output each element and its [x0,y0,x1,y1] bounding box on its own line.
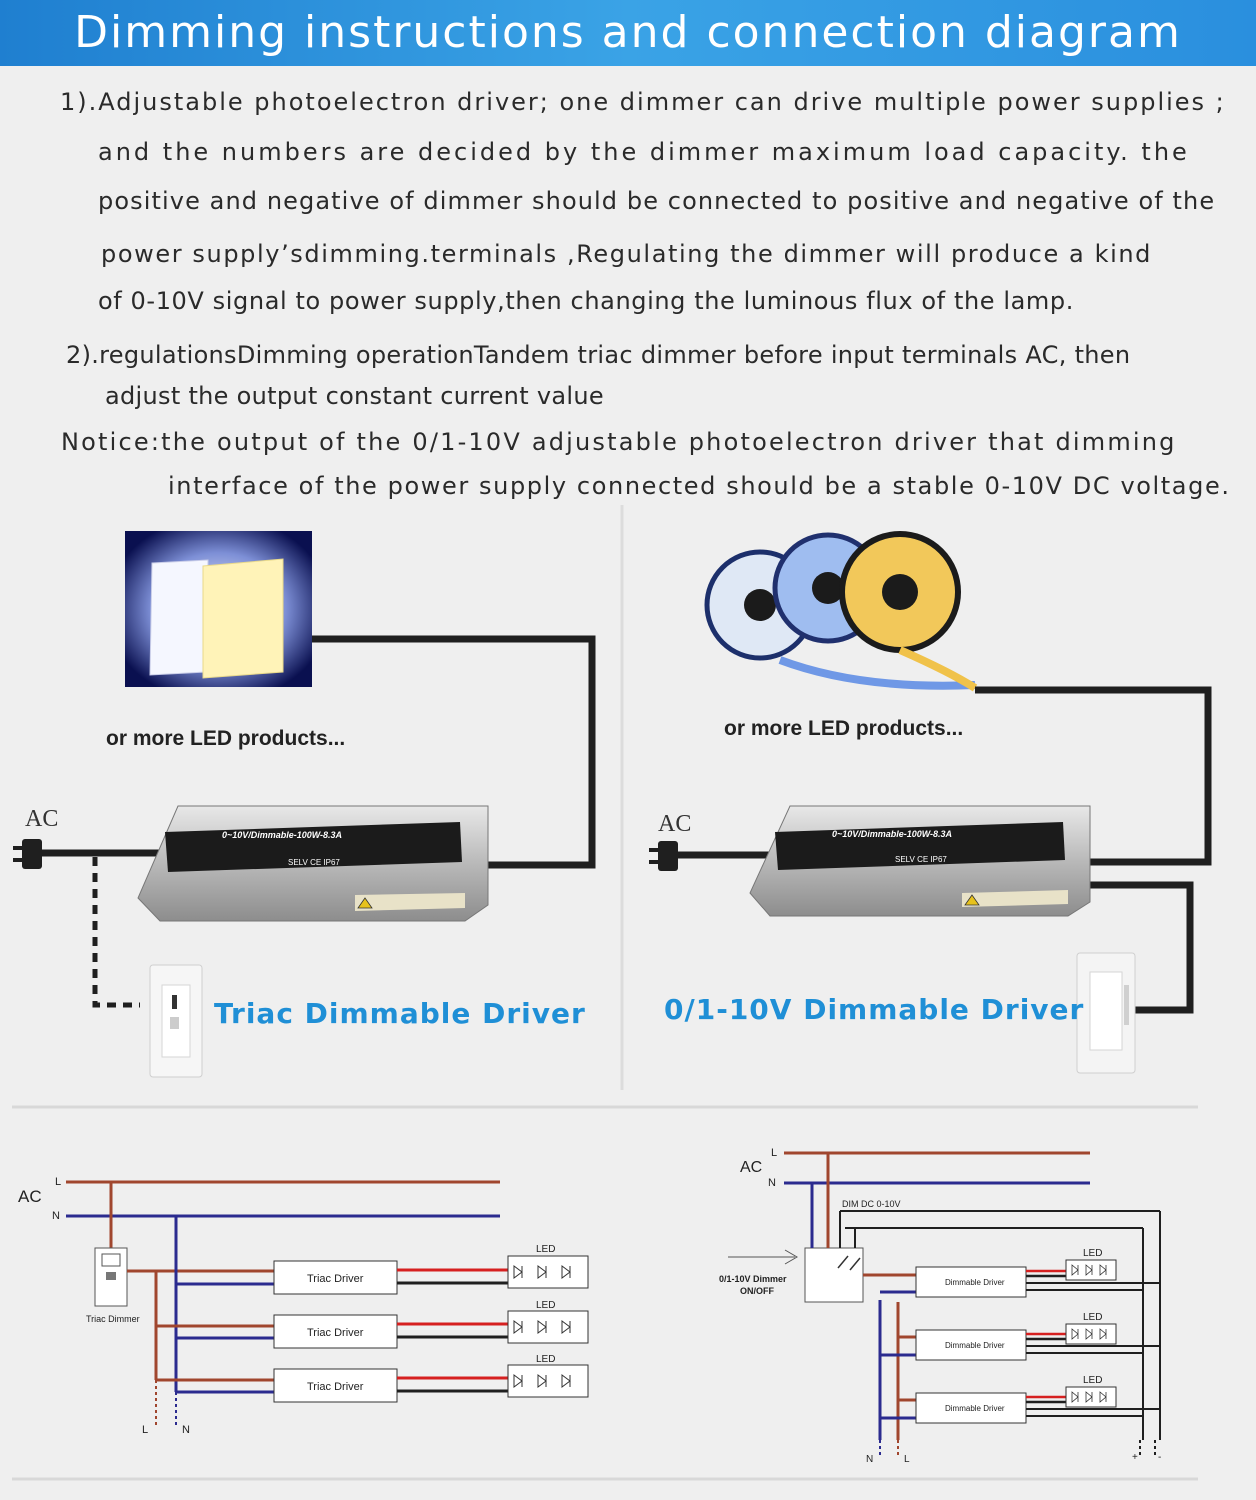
triac-driver-box [273,1314,398,1349]
ac-label: AC [658,811,692,837]
switch-icon [837,1255,861,1271]
n-text: N [52,1210,60,1222]
driver-text: Triac Driver [307,1327,364,1339]
driver-plate-text: 0~10V/Dimmable-100W-8.3A [222,830,342,840]
instruction-line: positive and negative of dimmer should b… [98,187,1216,215]
dimmer-text: ON/OFF [740,1286,774,1296]
driver-plate-marks: SELV CE IP67 [288,858,340,867]
instruction-line: and the numbers are decided by the dimme… [98,138,1190,166]
output-wire [312,635,596,869]
led-text: LED [536,1244,555,1255]
triac-driver-box [273,1368,398,1403]
ac-label: AC [25,806,59,832]
minus-text: - [1158,1452,1161,1463]
driver-type-label: Triac Dimmable Driver [214,997,586,1030]
led-diode-icon [1071,1264,1107,1403]
led-diode-icon [513,1265,571,1388]
led-box [1065,1259,1117,1281]
instruction-line: power supply’sdimming.terminals ,Regulat… [101,240,1152,268]
driver-plate-text: 0~10V/Dimmable-100W-8.3A [832,829,952,839]
power-driver-image: 0~10V/Dimmable-100W-8.3A SELV CE IP67 [749,805,1091,917]
triac-dimmer-switch-icon [149,964,203,1078]
driver-text: Dimmable Driver [945,1341,1005,1350]
triac-wiring-diagram: AC L N Triac Dimmer L N Triac Driver Tri… [18,1176,589,1436]
bottom-n-text: N [182,1424,190,1436]
led-box [507,1255,589,1289]
led-box [507,1364,589,1398]
plus-text: + [1132,1452,1138,1463]
l-text: L [55,1176,61,1188]
ac-text: AC [740,1159,762,1176]
driver-text: Triac Driver [307,1273,364,1285]
dimmer-onoff-box [804,1247,864,1303]
output-wire [975,686,1212,866]
ac-text: AC [18,1187,42,1206]
instruction-line: 2).regulationsDimming operationTandem tr… [66,341,1131,369]
led-text: LED [536,1300,555,1311]
led-caption: or more LED products... [106,727,346,750]
dim-signal-wire [1088,881,1194,1014]
led-text: LED [1083,1312,1102,1323]
led-box [1065,1386,1117,1408]
led-panel-image [125,531,312,687]
dimmer-text: 0/1-10V Dimmer [719,1274,787,1284]
dimmer-text: Triac Dimmer [86,1314,140,1324]
driver-text: Triac Driver [307,1381,364,1393]
ac-plug-icon [649,841,678,871]
driver-plate-marks: SELV CE IP67 [895,855,947,864]
arrow-icon [784,1249,798,1265]
dimmable-driver-box [915,1266,1027,1298]
driver-text: Dimmable Driver [945,1278,1005,1287]
notice-line: Notice:the output of the 0/1-10V adjusta… [61,428,1177,456]
led-text: LED [1083,1375,1102,1386]
dimmer-switch-icon [1076,952,1136,1074]
led-text: LED [1083,1248,1102,1259]
driver-text: Dimmable Driver [945,1404,1005,1413]
n-text: N [768,1177,776,1189]
dimmer-dashed-wire [92,857,140,1008]
page-title: Dimming instructions and connection diag… [74,7,1182,58]
notice-line: interface of the power supply connected … [168,472,1231,500]
l-text: L [771,1147,777,1159]
dimmable-driver-box [915,1392,1027,1424]
led-strip-reels-image [704,531,978,692]
bottom-n-text: N [866,1454,873,1465]
instruction-line: of 0-10V signal to power supply,then cha… [98,287,1074,315]
ac-plug-icon [13,839,42,869]
dimmable-wiring-diagram: AC L N DIM DC 0-10V + - 0/1-10V Dimmer O… [719,1147,1161,1465]
led-box [507,1310,589,1344]
triac-driver-box [273,1260,398,1295]
bottom-l-text: L [904,1454,910,1465]
power-driver-image: 0~10V/Dimmable-100W-8.3A SELV CE IP67 [137,805,489,922]
instruction-line: adjust the output constant current value [105,382,604,410]
led-box [1065,1323,1117,1345]
driver-type-label: 0/1-10V Dimmable Driver [664,993,1085,1026]
dim-dc-text: DIM DC 0-10V [842,1199,901,1209]
led-text: LED [536,1354,555,1365]
title-banner: Dimming instructions and connection diag… [0,0,1256,66]
bottom-l-text: L [142,1424,148,1436]
instruction-line: 1).Adjustable photoelectron driver; one … [60,88,1226,116]
led-caption: or more LED products... [724,717,964,740]
